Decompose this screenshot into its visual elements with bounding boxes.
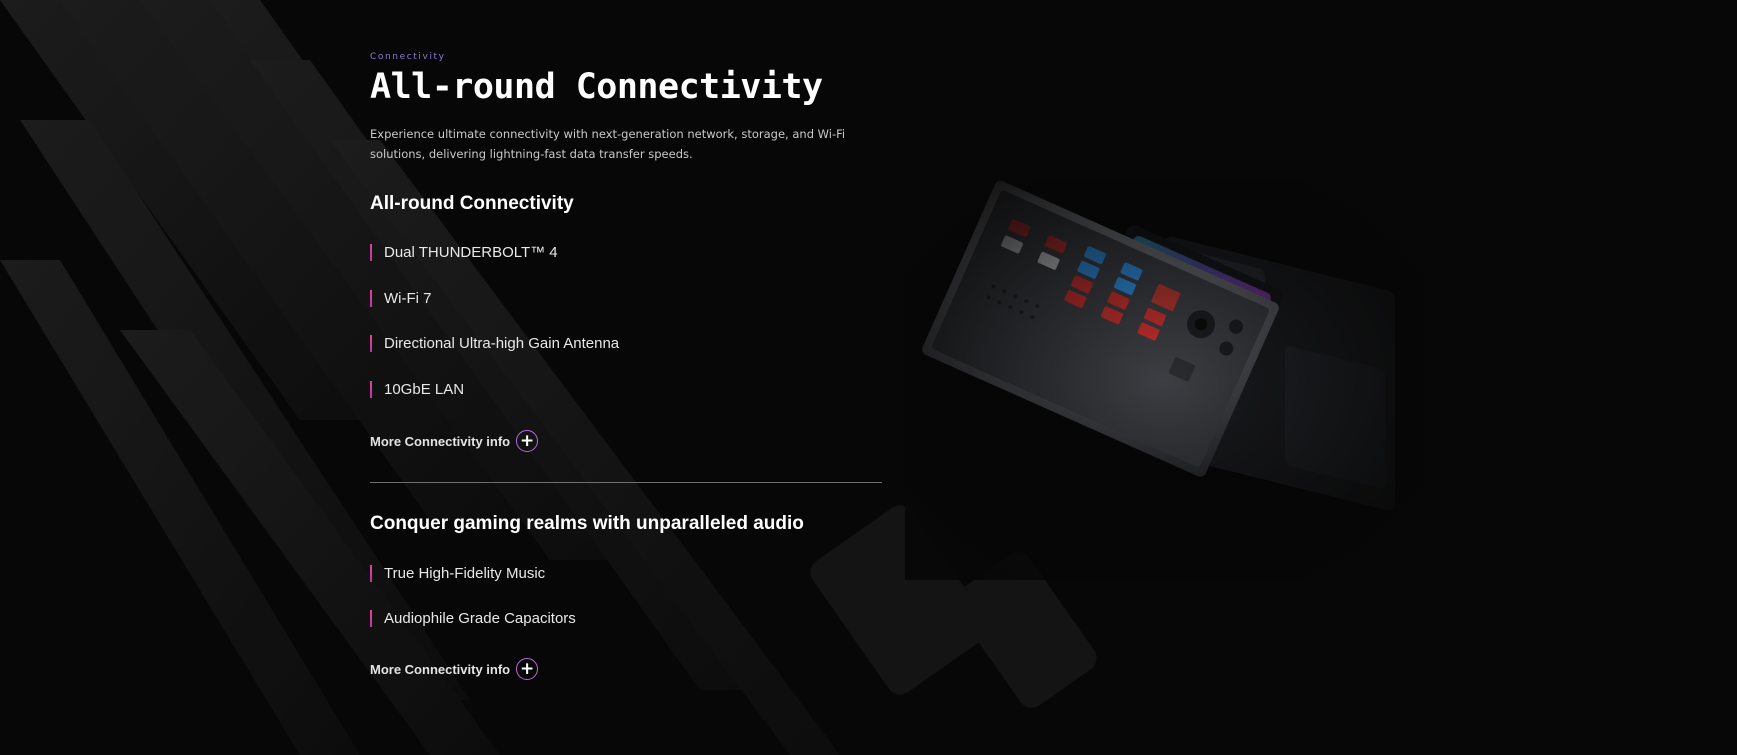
more-connectivity-info-link[interactable]: More Connectivity info + xyxy=(370,430,539,452)
feature-item: Dual THUNDERBOLT™ 4 xyxy=(370,243,558,262)
plus-circle-icon[interactable]: + xyxy=(516,658,539,680)
feature-item: Audiophile Grade Capacitors xyxy=(370,609,576,628)
feature-item: True High-Fidelity Music xyxy=(370,564,545,583)
section-title: All-round Connectivity xyxy=(370,67,823,107)
section-description: Experience ultimate connectivity with ne… xyxy=(370,127,846,161)
feature-item: Directional Ultra-high Gain Antenna xyxy=(370,334,619,353)
section-divider xyxy=(370,482,882,483)
more-link-label: More Connectivity info xyxy=(370,661,511,677)
motherboard-io-image: AORUS xyxy=(905,180,1425,580)
plus-circle-icon[interactable]: + xyxy=(516,430,539,452)
section-eyebrow: Connectivity xyxy=(370,52,446,62)
feature-item: 10GbE LAN xyxy=(370,380,464,399)
more-link-label: More Connectivity info xyxy=(370,433,511,449)
connectivity-section: Connectivity All-round Connectivity Expe… xyxy=(370,52,890,680)
connectivity-heading: All-round Connectivity xyxy=(370,193,574,214)
audio-heading: Conquer gaming realms with unparalleled … xyxy=(370,513,804,534)
feature-item: Wi-Fi 7 xyxy=(370,289,432,308)
more-audio-info-link[interactable]: More Connectivity info + xyxy=(370,658,539,680)
